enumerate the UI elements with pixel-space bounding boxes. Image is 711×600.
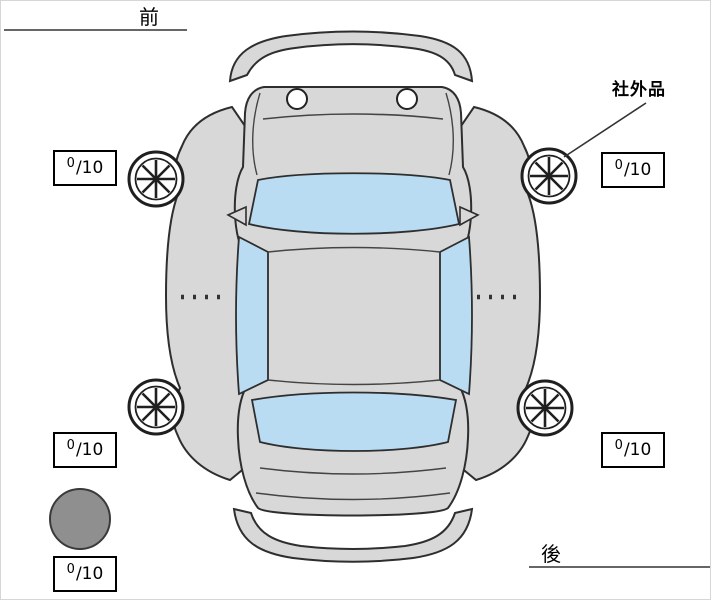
wheel-front-left <box>127 150 185 208</box>
tread-value: 0 <box>66 155 75 171</box>
wheel-rear-left <box>127 378 185 436</box>
tread-scale: /10 <box>75 440 104 460</box>
left-window-glass <box>235 235 269 396</box>
tread-value: 0 <box>614 157 623 173</box>
right-hood-circle <box>396 88 418 110</box>
tread-depth-box-rear-left: 0 /10 <box>53 432 117 468</box>
front-bumper <box>228 30 474 83</box>
right-window-glass <box>439 235 473 396</box>
right-mirror <box>459 205 480 227</box>
tread-depth-box-spare: 0 /10 <box>53 556 117 592</box>
wheel-front-right <box>520 147 578 205</box>
tread-depth-box-front-right: 0 /10 <box>601 152 665 188</box>
windshield-glass <box>247 172 461 235</box>
roof-front-seam <box>267 246 441 253</box>
front-label: 前 <box>139 5 159 29</box>
tread-scale: /10 <box>623 440 652 460</box>
right-hood-seam <box>445 92 454 176</box>
aftermarket-part-label: 社外品 <box>612 80 666 100</box>
aftermarket-pointer-line <box>563 102 647 158</box>
tread-scale: /10 <box>623 160 652 180</box>
tread-value: 0 <box>614 437 623 453</box>
tread-value: 0 <box>66 437 75 453</box>
left-side-panel <box>164 105 248 482</box>
right-side-panel <box>458 105 542 482</box>
left-hood-seam <box>252 92 261 176</box>
tread-scale: /10 <box>75 158 104 178</box>
wheel-rear-right <box>516 379 574 437</box>
trunk-lower-seam-line <box>255 492 451 501</box>
trunk-seam-line <box>259 467 447 475</box>
spare-tire-circle <box>49 488 111 550</box>
cowl-seam-line <box>262 113 444 120</box>
tread-value: 0 <box>66 561 75 577</box>
left-mirror <box>226 205 247 227</box>
tread-scale: /10 <box>75 564 104 584</box>
rear-label: 後 <box>541 542 561 566</box>
left-hood-circle <box>286 88 308 110</box>
rear-bumper <box>232 507 474 563</box>
tread-depth-box-rear-right: 0 /10 <box>601 432 665 468</box>
tread-depth-box-front-left: 0 /10 <box>53 150 117 186</box>
rear-window-glass <box>250 391 458 452</box>
roof-rear-seam <box>267 379 441 386</box>
